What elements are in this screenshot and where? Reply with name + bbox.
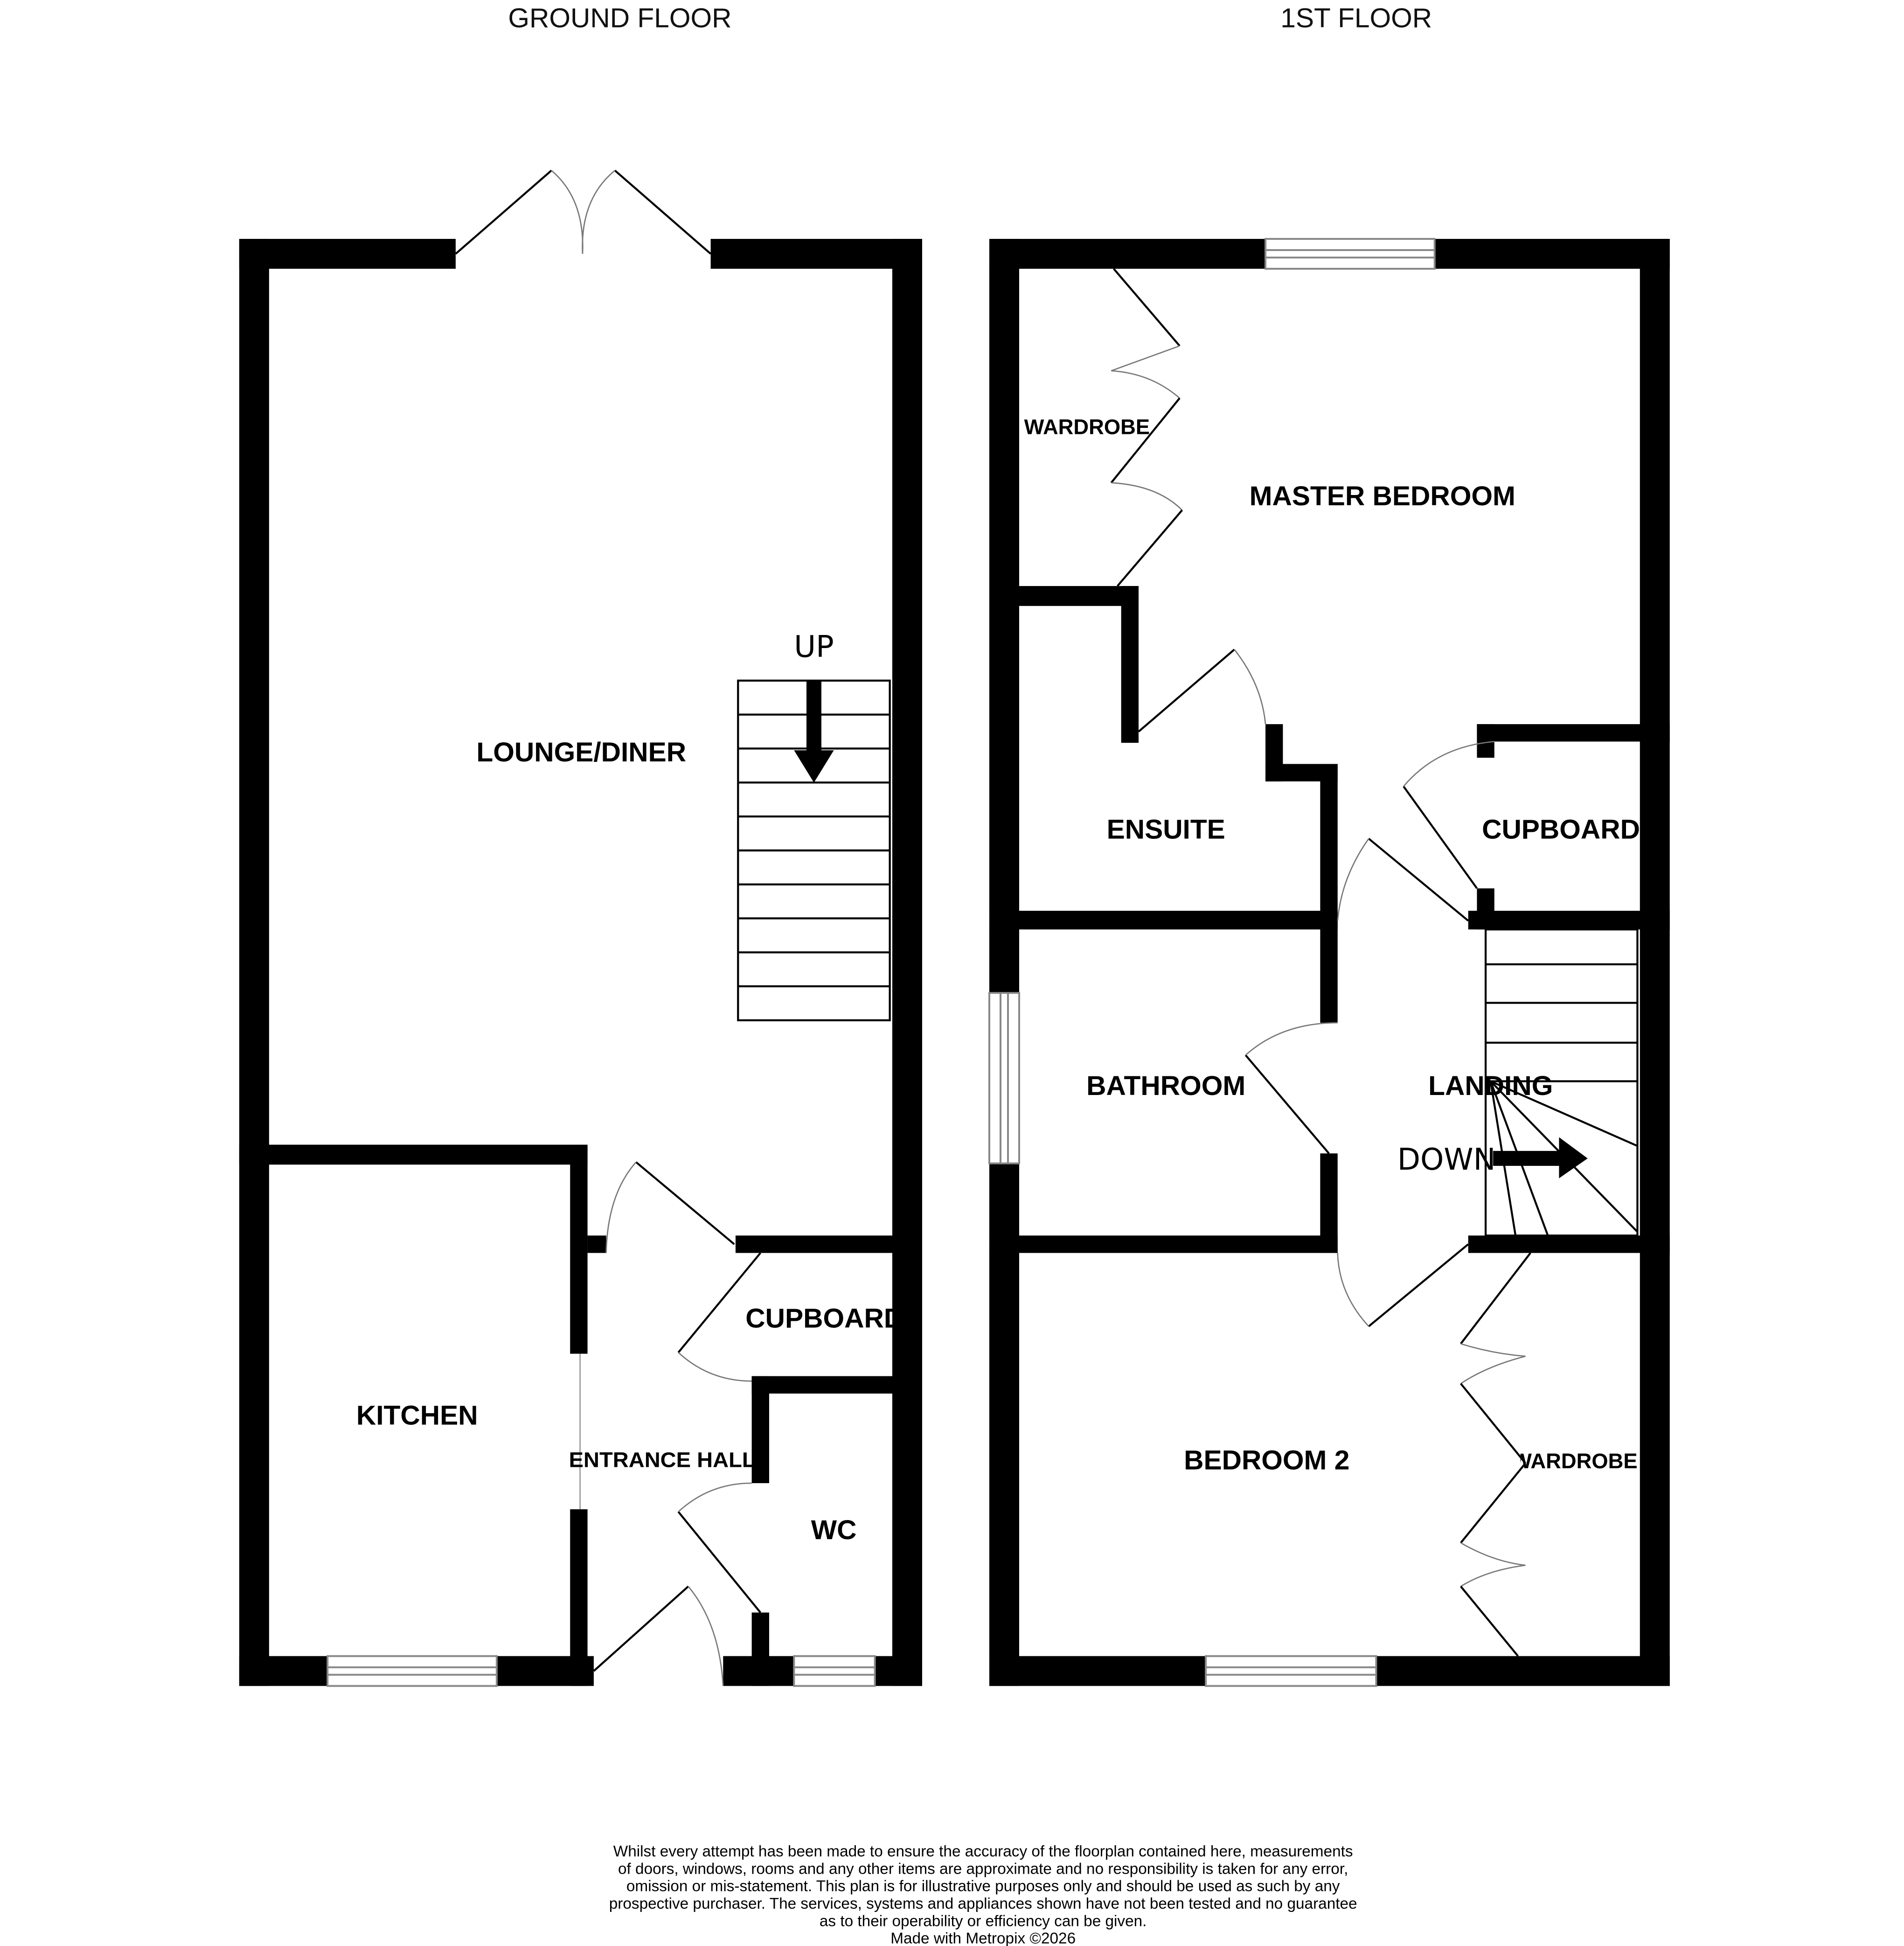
wall — [989, 239, 1020, 993]
disclaimer: Whilst every attempt has been made to en… — [609, 1843, 1357, 1946]
disclaimer-line: of doors, windows, rooms and any other i… — [618, 1860, 1348, 1877]
stair-arrow — [1493, 1151, 1561, 1166]
room-label-bedroom2-wardrobe: WARDROBE — [1512, 1449, 1637, 1473]
wall — [239, 239, 269, 1686]
ensuite-door — [1138, 649, 1266, 732]
disclaimer-line: as to their operability or efficiency ca… — [820, 1912, 1147, 1930]
wall — [892, 239, 922, 1686]
wall — [1468, 1235, 1670, 1253]
room-label-kitchen: KITCHEN — [356, 1401, 478, 1431]
wall — [751, 1376, 769, 1483]
wall — [989, 911, 1338, 930]
wall — [1434, 239, 1670, 269]
lounge-door — [605, 1161, 735, 1253]
room-label-lounge: LOUNGE/DINER — [476, 737, 686, 767]
landing-door-master — [1337, 837, 1469, 922]
stairs-down-label: DOWN — [1397, 1143, 1496, 1177]
bedroom2-door — [1337, 1243, 1469, 1327]
cupboard-door-first — [1403, 741, 1494, 889]
stair-arrow — [806, 680, 821, 753]
first-floor-plan: 1ST FLOOR — [988, 3, 1670, 1687]
master-bedroom-window — [1265, 238, 1436, 270]
wall — [570, 1144, 588, 1354]
credit: Made with Metropix ©2026 — [890, 1930, 1076, 1946]
stairs-up-label: UP — [794, 630, 834, 664]
wall — [751, 1376, 922, 1394]
room-label-wc: WC — [811, 1515, 857, 1545]
arrow-down-icon — [794, 750, 834, 783]
ground-floor-walls — [239, 239, 922, 1686]
bathroom-door — [1244, 1022, 1338, 1154]
wall — [989, 1235, 1338, 1253]
bedroom2-wardrobe-doors — [1460, 1252, 1531, 1657]
first-floor-title: 1ST FLOOR — [1280, 3, 1432, 34]
wall — [1019, 586, 1139, 606]
room-label-bedroom-2: BEDROOM 2 — [1184, 1445, 1349, 1476]
wall — [1477, 724, 1670, 742]
room-label-cupboard-first: CUPBOARD — [1482, 814, 1640, 844]
first-floor-walls — [989, 239, 1670, 1686]
disclaimer-line: prospective purchaser. The services, sys… — [609, 1895, 1357, 1912]
staircase-down: DOWN — [1397, 928, 1639, 1237]
french-doors — [455, 169, 712, 255]
room-label-entrance-hall: ENTRANCE HALL — [569, 1448, 756, 1472]
wall — [239, 239, 456, 269]
wall — [570, 1509, 588, 1686]
room-label-master-wardrobe: WARDROBE — [1024, 415, 1150, 439]
arrow-right-icon — [1559, 1137, 1588, 1179]
wall — [1640, 239, 1670, 1686]
master-wardrobe-doors — [1110, 268, 1183, 587]
wc-door — [677, 1482, 761, 1613]
wall — [1320, 764, 1338, 1023]
wall — [239, 1656, 328, 1686]
wall — [989, 1656, 1206, 1686]
wall — [710, 239, 922, 269]
wall — [1468, 911, 1670, 930]
bathroom-window — [988, 992, 1021, 1165]
room-label-landing: LANDING — [1428, 1071, 1553, 1101]
staircase-up: UP — [737, 630, 891, 1021]
wall — [587, 1235, 606, 1253]
ground-floor-title: GROUND FLOOR — [508, 3, 731, 34]
wall — [1477, 724, 1494, 758]
ground-floor-plan: GROUND FLOOR — [239, 3, 922, 1687]
front-door — [593, 1585, 724, 1686]
kitchen-window — [327, 1655, 498, 1687]
disclaimer-line: omission or mis-statement. This plan is … — [626, 1878, 1340, 1895]
wall — [1121, 586, 1139, 743]
wall — [735, 1235, 922, 1253]
room-label-cupboard: CUPBOARD — [745, 1304, 903, 1334]
cupboard-door — [677, 1252, 761, 1382]
room-label-ensuite: ENSUITE — [1107, 814, 1225, 844]
room-label-bathroom: BATHROOM — [1086, 1071, 1245, 1101]
wall — [875, 1656, 922, 1686]
disclaimer-line: Whilst every attempt has been made to en… — [613, 1843, 1353, 1860]
room-label-master-bedroom: MASTER BEDROOM — [1250, 481, 1515, 511]
wall — [751, 1612, 769, 1686]
wc-window — [793, 1655, 876, 1687]
wall — [1376, 1656, 1670, 1686]
wall — [989, 239, 1266, 269]
wall — [239, 1144, 588, 1165]
bedroom2-window — [1205, 1655, 1377, 1687]
